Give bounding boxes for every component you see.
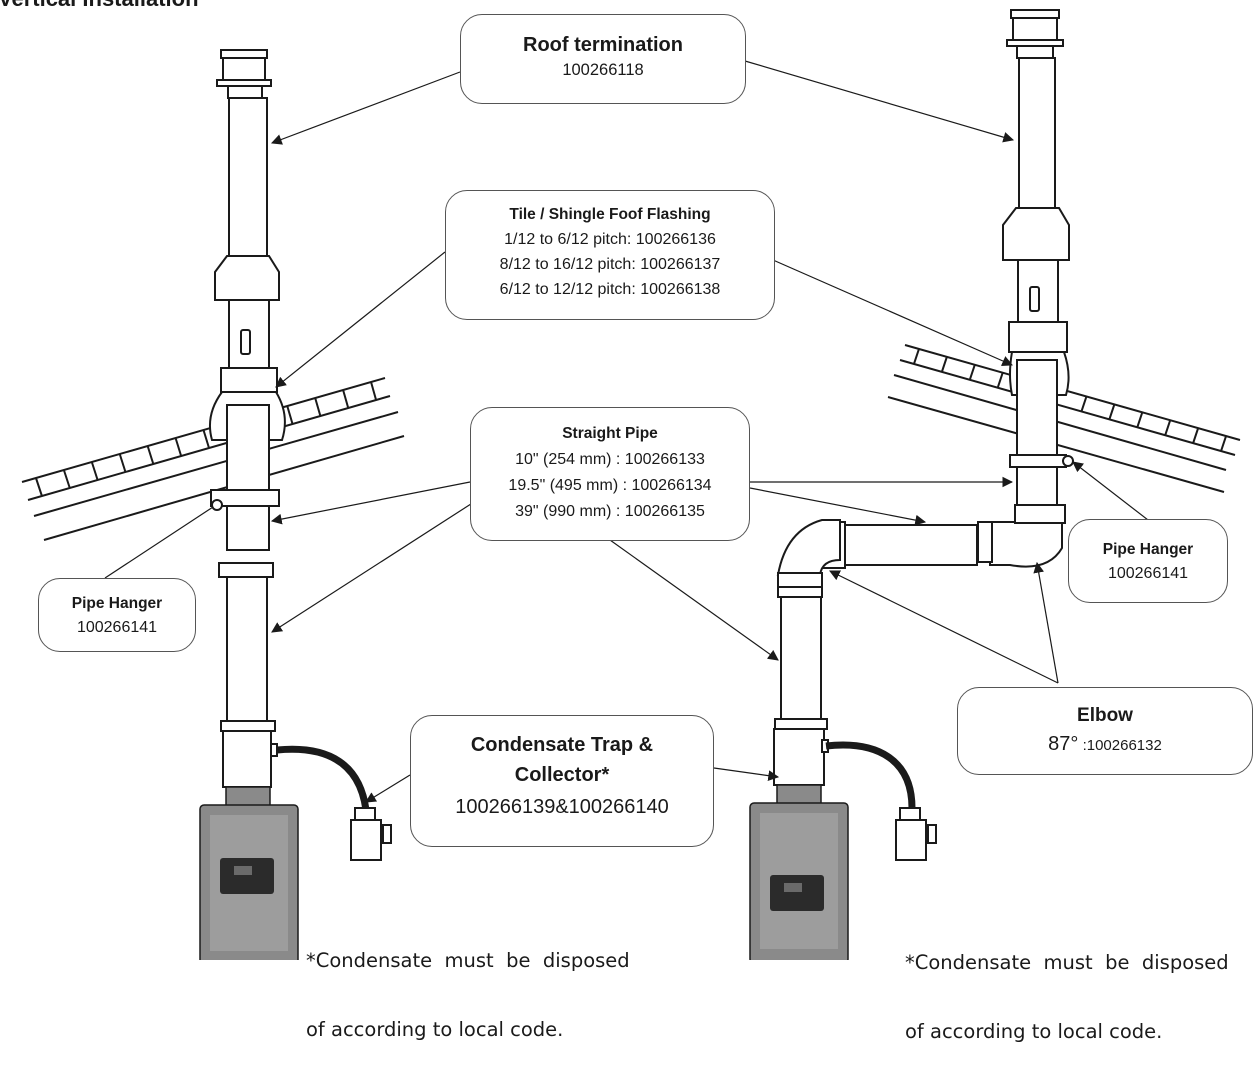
right-roof-battens (913, 348, 1227, 452)
roof-batten (913, 348, 920, 365)
roof-batten (1108, 404, 1116, 420)
part-number: 100266141 (76, 619, 158, 636)
callout-straight-pipe: Straight Pipe 10" (254 mm) : 100266133 1… (470, 407, 750, 541)
callout-roof-flashing: Tile / Shingle Foof Flashing 1/12 to 6/1… (445, 190, 775, 320)
leader-lines (104, 60, 1149, 803)
water-heater-icon (199, 786, 299, 960)
roof-batten (35, 477, 43, 497)
roof-batten (202, 429, 210, 449)
roof-batten (940, 356, 948, 373)
condensate-collector-icon (350, 807, 392, 861)
right-vent-stack (773, 9, 1074, 786)
part-number: 100266139&100266140 (455, 796, 669, 818)
condensate-note-left: *Condensate must be disposed of accordin… (306, 903, 630, 1064)
installation-diagram (21, 9, 1241, 960)
callout-title: Roof termination (523, 34, 683, 56)
left-condensate-hose (276, 745, 370, 811)
callout-title: Pipe Hanger (1102, 541, 1194, 558)
note-line: *Condensate must be disposed (306, 949, 630, 972)
pipe-option: 39" (990 mm) : 100266135 (515, 503, 705, 520)
roof-batten (1136, 411, 1144, 428)
pipe-option: 10" (254 mm) : 100266133 (515, 451, 705, 468)
callout-roof-termination: Roof termination 100266118 (460, 14, 746, 104)
callout-pipe-hanger-left: Pipe Hanger 100266141 (38, 578, 196, 652)
callout-title: Straight Pipe (562, 425, 658, 442)
roof-batten (342, 389, 350, 409)
roof-batten (1220, 435, 1227, 452)
roof-batten (118, 453, 127, 473)
note-line: of according to local code. (905, 1020, 1163, 1043)
water-heater-icon (749, 784, 849, 960)
part-number: 100266141 (1107, 565, 1189, 582)
roof-termination-cap-icon (216, 49, 272, 99)
callout-title: Elbow (1077, 705, 1133, 726)
roof-batten (314, 397, 322, 417)
roof-batten (996, 372, 1004, 389)
callout-title: Tile / Shingle Foof Flashing (509, 206, 711, 223)
right-roof (887, 344, 1241, 493)
note-line: *Condensate must be disposed (905, 951, 1229, 974)
part-number: 100266118 (562, 61, 644, 79)
elbow-spec: 87° :100266132 (958, 730, 1252, 760)
roof-batten (62, 469, 71, 489)
part-number: :100266132 (1078, 737, 1162, 754)
left-roof-battens (35, 381, 378, 497)
condensate-note-right: *Condensate must be disposed of accordin… (905, 905, 1229, 1066)
roof-batten (90, 461, 99, 481)
roof-batten (1192, 427, 1200, 444)
roof-batten (968, 364, 976, 381)
page-title: Vertical Installation (0, 0, 199, 12)
flashing-option: 6/12 to 12/12 pitch: 100266138 (499, 281, 721, 298)
roof-batten (146, 445, 155, 465)
right-condensate-hose (825, 741, 916, 809)
callout-title: Collector* (514, 764, 610, 786)
roof-batten (1080, 396, 1088, 412)
roof-batten (1164, 419, 1172, 436)
callout-pipe-hanger-right: Pipe Hanger 100266141 (1068, 519, 1228, 603)
roof-batten (174, 437, 183, 457)
note-line: of according to local code. (306, 1018, 564, 1041)
callout-title: Condensate Trap & (470, 734, 654, 756)
condensate-collector-icon (895, 807, 937, 861)
pipe-option: 19.5" (495 mm) : 100266134 (508, 477, 712, 494)
callout-condensate-trap: Condensate Trap & Collector* 100266139&1… (410, 715, 714, 847)
callout-title: Pipe Hanger (71, 595, 163, 612)
flashing-option: 1/12 to 6/12 pitch: 100266136 (504, 231, 716, 248)
roof-batten (370, 381, 378, 401)
callout-elbow: Elbow 87° :100266132 (957, 687, 1253, 775)
left-vent-stack (209, 49, 286, 788)
roof-batten (286, 405, 294, 425)
elbow-angle: 87° (1048, 733, 1079, 755)
flashing-option: 8/12 to 16/12 pitch: 100266137 (499, 256, 721, 273)
